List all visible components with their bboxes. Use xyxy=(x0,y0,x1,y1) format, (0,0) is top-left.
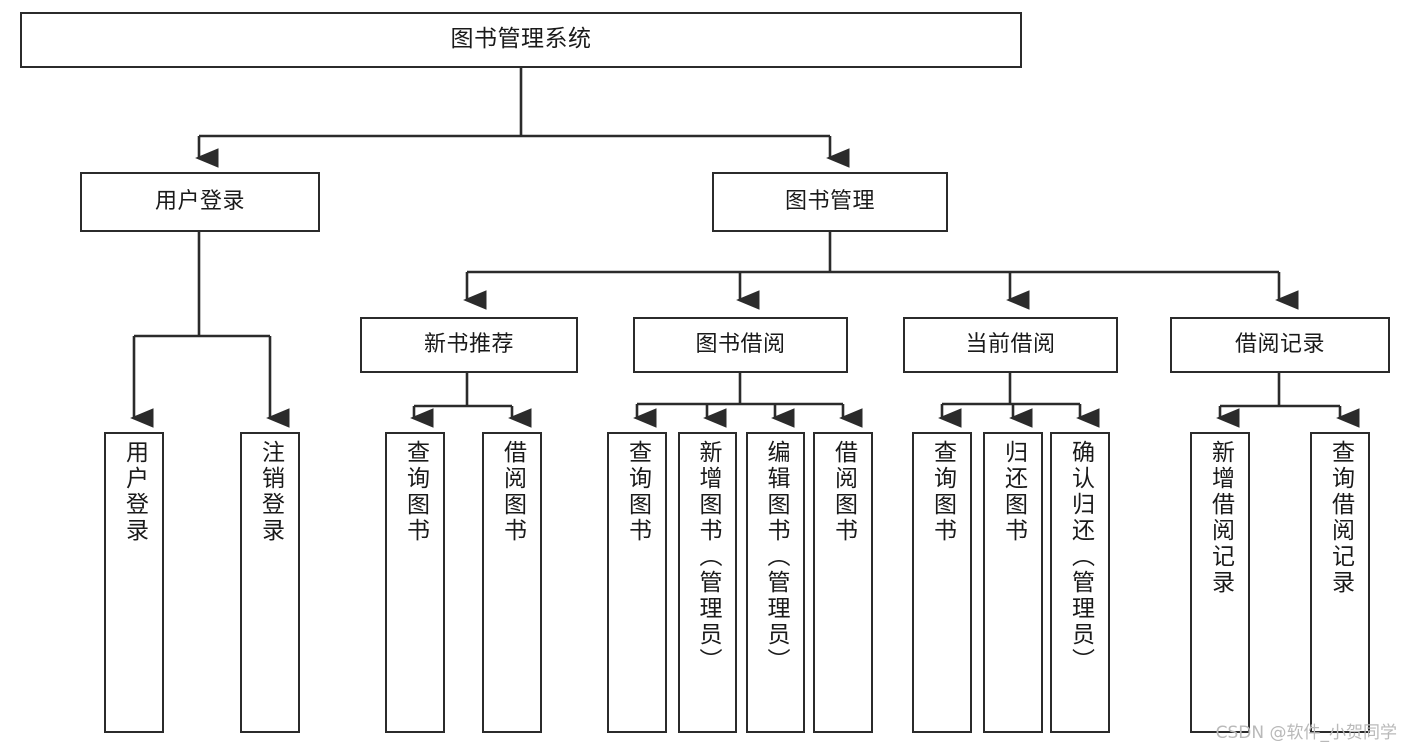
node-label: 新书推荐 xyxy=(423,332,514,358)
leaf-user-login[interactable]: 用户登录 xyxy=(104,432,164,733)
leaf-logout-login[interactable]: 注销登录 xyxy=(240,432,300,733)
node-label: 归还图书 xyxy=(1000,440,1027,544)
node-label: 借阅图书 xyxy=(499,440,526,544)
node-label: 借阅图书 xyxy=(830,440,857,544)
leaf-borrow-book[interactable]: 借阅图书 xyxy=(813,432,873,733)
node-label: 新增图书（管理员） xyxy=(695,440,721,674)
leaf-borrow-book-recommend[interactable]: 借阅图书 xyxy=(482,432,542,733)
leaf-return-book[interactable]: 归还图书 xyxy=(983,432,1043,733)
node-label: 确认归还（管理员） xyxy=(1067,440,1094,674)
node-label: 查询图书 xyxy=(929,440,956,544)
node-label: 新增借阅记录 xyxy=(1207,440,1234,596)
leaf-query-book-borrow[interactable]: 查询图书 xyxy=(607,432,667,733)
node-label: 图书借阅 xyxy=(695,332,786,358)
node-label: 查询借阅记录 xyxy=(1327,440,1354,596)
node-label: 图书管理 xyxy=(784,189,875,215)
leaf-add-borrow-record[interactable]: 新增借阅记录 xyxy=(1190,432,1250,733)
leaf-query-book-recommend[interactable]: 查询图书 xyxy=(385,432,445,733)
node-book-manage[interactable]: 图书管理 xyxy=(712,172,948,232)
node-borrow-record[interactable]: 借阅记录 xyxy=(1170,317,1390,373)
leaf-query-borrow-record[interactable]: 查询借阅记录 xyxy=(1310,432,1370,733)
leaf-confirm-return[interactable]: 确认归还（管理员） xyxy=(1050,432,1110,733)
node-user-login[interactable]: 用户登录 xyxy=(80,172,320,232)
node-label: 查询图书 xyxy=(624,440,651,544)
node-label: 借阅记录 xyxy=(1234,332,1325,358)
watermark-text: CSDN @软件_小贺同学 xyxy=(1215,723,1397,743)
leaf-query-book-current[interactable]: 查询图书 xyxy=(912,432,972,733)
node-new-book-recommend[interactable]: 新书推荐 xyxy=(360,317,578,373)
node-root-system[interactable]: 图书管理系统 xyxy=(20,12,1022,68)
node-book-borrow[interactable]: 图书借阅 xyxy=(633,317,848,373)
node-current-borrow[interactable]: 当前借阅 xyxy=(903,317,1118,373)
leaf-add-book[interactable]: 新增图书（管理员） xyxy=(678,432,737,733)
node-label: 图书管理系统 xyxy=(450,26,592,53)
node-label: 编辑图书（管理员） xyxy=(763,440,789,674)
node-label: 查询图书 xyxy=(402,440,429,544)
node-label: 用户登录 xyxy=(154,189,245,215)
node-label: 当前借阅 xyxy=(965,332,1056,358)
node-label: 用户登录 xyxy=(121,440,148,544)
node-label: 注销登录 xyxy=(257,440,284,544)
leaf-edit-book[interactable]: 编辑图书（管理员） xyxy=(746,432,805,733)
